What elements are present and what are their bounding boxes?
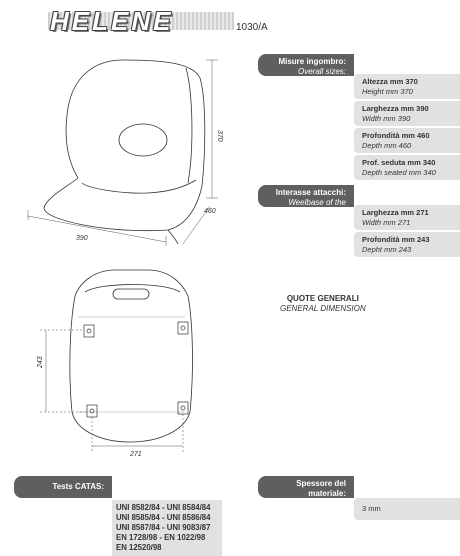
dim-depth-label: 460 [204,208,216,215]
size-item: Larghezza mm 390 Width mm 390 [354,101,460,126]
juncture-item: Profondità mm 243 Depht mm 243 [354,232,460,257]
model-code: 1030/A [236,22,268,33]
juncture-item: Larghezza mm 271 Width mm 271 [354,205,460,230]
size-item: Prof. seduta mm 340 Depth seated mm 340 [354,155,460,180]
overall-sizes-list: Altezza mm 370 Height mm 370 Larghezza m… [354,74,460,180]
seat-underside-drawing: 243 271 [37,269,193,458]
seat-perspective-drawing: 370 390 460 [27,59,223,246]
test-line: UNI 8587/84 - UNI 9083/87 [116,523,211,532]
junctures-header: Interasse attacchi: Weelbase of the junc… [258,185,354,217]
overall-sizes-subtitle: Overall sizes: [297,67,346,76]
thickness-subtitle: Thickness of the material: [287,499,346,518]
thickness-title: Spessore del materiale: [296,479,346,498]
junctures-title: Interasse attacchi: [275,188,346,197]
dim-width-label: 390 [76,235,88,242]
thickness-value: 3 mm [362,504,381,513]
junctures-subtitle: Weelbase of the junctures: [288,198,346,217]
thickness-value-box: 3 mm [354,498,460,520]
tests-header: Tests CATAS: [14,476,112,498]
test-line: EN 12520/98 [116,543,162,552]
dim-height-label: 370 [216,130,223,142]
thickness-header: Spessore del materiale: Thickness of the… [258,476,354,518]
overall-sizes-title: Misure ingombro: [278,57,346,66]
brand-logo: HELENE [50,6,174,36]
dim-bottom-width-label: 271 [129,451,142,458]
junctures-list: Larghezza mm 271 Width mm 271 Profondità… [354,205,460,257]
tests-title: Tests CATAS: [52,482,104,491]
general-dimension-label: QUOTE GENERALI GENERAL DIMENSION [280,294,366,313]
test-line: UNI 8582/84 - UNI 8584/84 [116,503,211,512]
tests-list: UNI 8582/84 - UNI 8584/84 UNI 8585/84 - … [112,500,222,556]
test-line: UNI 8585/84 - UNI 8586/84 [116,513,211,522]
size-item: Profondità mm 460 Depth mm 460 [354,128,460,153]
overall-sizes-header: Misure ingombro: Overall sizes: [258,54,354,76]
size-item: Altezza mm 370 Height mm 370 [354,74,460,99]
dim-bottom-depth-label: 243 [37,356,44,369]
test-line: EN 1728/98 - EN 1022/98 [116,533,206,542]
